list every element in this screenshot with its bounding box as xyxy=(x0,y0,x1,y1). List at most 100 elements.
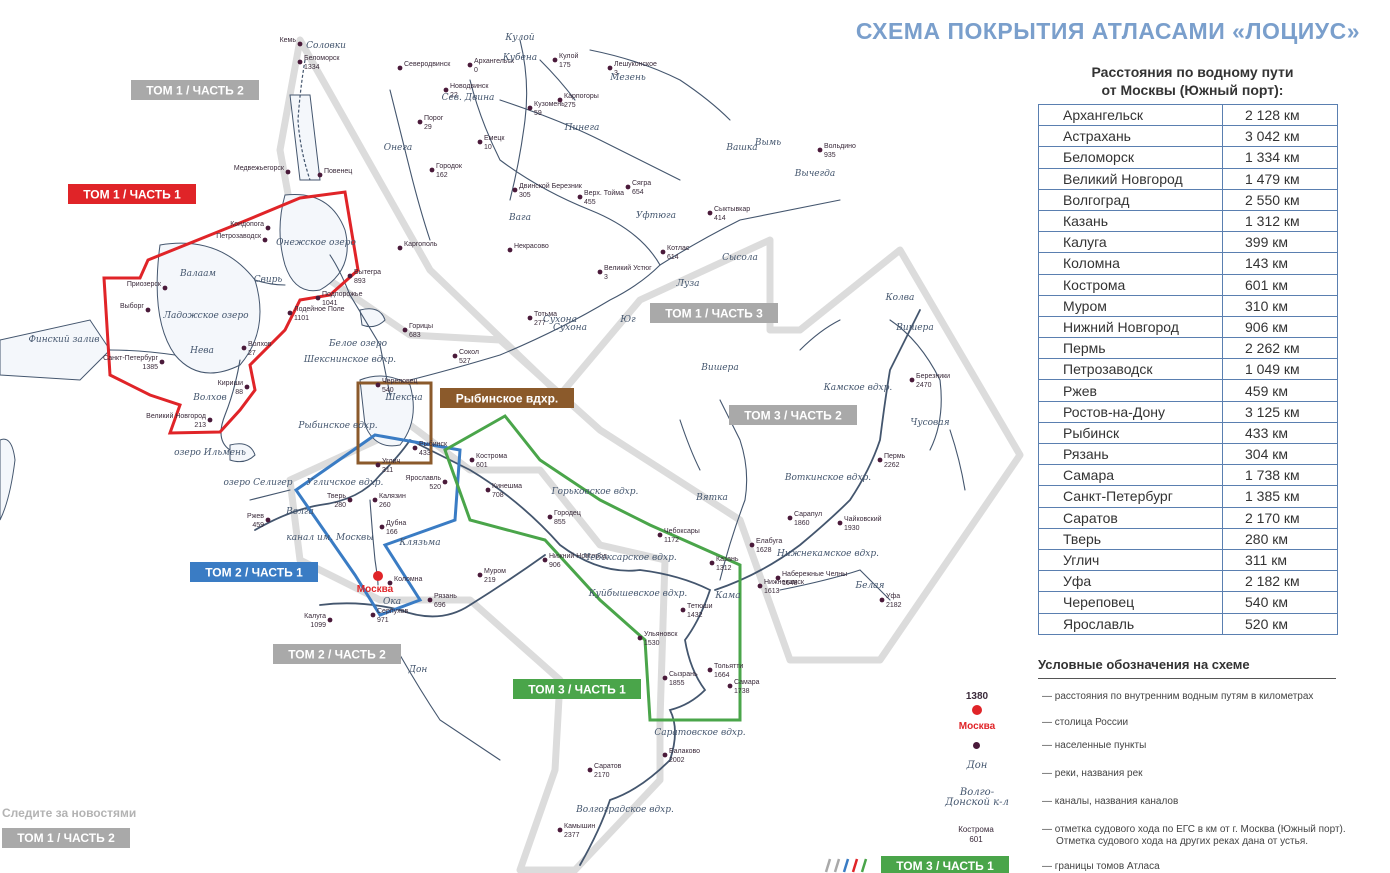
distance-km: 1 738 км xyxy=(1222,464,1338,487)
city-km: 1312 xyxy=(716,565,732,572)
city-marker xyxy=(547,514,553,520)
river-8 xyxy=(659,199,841,266)
distance-km: 520 км xyxy=(1222,612,1338,635)
water-name: Кулой xyxy=(504,33,534,43)
bottom-volume-button[interactable]: ТОМ 3 / ЧАСТЬ 1 xyxy=(881,856,1009,873)
legend-symbol-capital-dot xyxy=(972,705,982,715)
city-marker xyxy=(372,497,378,503)
legend-symbol-km: 1380 xyxy=(965,691,989,702)
water-name: Воткинское вдхр. xyxy=(784,473,871,483)
river-19 xyxy=(889,319,942,451)
city-name: Уфа xyxy=(886,593,900,600)
legend-divider xyxy=(1038,678,1336,679)
city-name: Калязин xyxy=(379,493,406,500)
water-name: Нижнекамское вдхр. xyxy=(776,549,879,559)
water-body-3 xyxy=(289,94,321,181)
city-km: 260 xyxy=(379,502,391,509)
city-name: Архангельск xyxy=(474,58,515,65)
volume-tag-4 xyxy=(190,562,318,582)
city-marker xyxy=(442,479,448,485)
city-km: 683 xyxy=(409,332,421,339)
city-marker xyxy=(757,583,763,589)
distance-km: 3 125 км xyxy=(1222,400,1338,423)
city-marker xyxy=(817,147,823,153)
city-name: Петрозаводск xyxy=(216,233,262,240)
water-name: Вычегда xyxy=(794,169,836,179)
city-km: 3 xyxy=(614,70,618,77)
coverage-band-1 xyxy=(286,421,669,873)
city-name: Сокол xyxy=(459,349,479,356)
water-name: Белое озеро xyxy=(328,339,388,349)
legend-title: Условные обозначения на схеме xyxy=(1038,657,1250,672)
city-km: 1172 xyxy=(664,537,679,544)
city-name: Медвежьегорск xyxy=(234,165,285,172)
city-marker xyxy=(657,532,663,538)
volume-tag-label-6: ТОМ 3 / ЧАСТЬ 1 xyxy=(528,683,626,697)
river-6 xyxy=(329,254,391,396)
city-name: Горицы xyxy=(409,323,433,330)
water-name: Волга xyxy=(285,507,314,517)
distance-km: 2 182 км xyxy=(1222,570,1338,593)
city-km: 708 xyxy=(492,492,504,499)
city-marker xyxy=(375,462,381,468)
city-name: Карпогоры xyxy=(564,93,599,100)
city-km: 162 xyxy=(436,172,448,179)
volume-tag-3 xyxy=(729,405,857,425)
city-km: 1930 xyxy=(844,525,860,532)
distance-km: 1 479 км xyxy=(1222,167,1338,190)
volume-tag-label-0: ТОМ 1 / ЧАСТЬ 2 xyxy=(146,84,244,98)
city-marker xyxy=(159,359,165,365)
city-marker xyxy=(412,445,418,451)
river-17 xyxy=(539,59,576,101)
city-marker xyxy=(327,617,333,623)
legend-symbol-mark-city: Кострома xyxy=(958,825,994,834)
city-km: 906 xyxy=(549,562,561,569)
city-marker xyxy=(707,210,713,216)
distance-km: 2 170 км xyxy=(1222,506,1338,529)
water-name: Шексна xyxy=(384,393,422,403)
water-name: Шекснинское вдхр. xyxy=(303,355,396,365)
city-name: Порог xyxy=(424,115,444,122)
water-name: озеро Ильмень xyxy=(174,448,246,458)
city-marker xyxy=(397,245,403,251)
distance-city: Пермь xyxy=(1038,337,1223,360)
volume-tag-label-2: ТОМ 1 / ЧАСТЬ 3 xyxy=(665,307,763,321)
distance-city: Санкт-Петербург xyxy=(1038,485,1223,508)
city-name: Емецк xyxy=(484,135,505,142)
water-name: Онега xyxy=(384,143,413,153)
water-body-1 xyxy=(156,242,261,374)
city-km: 3 xyxy=(604,274,608,281)
water-name: Клязьма xyxy=(398,538,440,548)
city-marker xyxy=(707,667,713,673)
distance-km: 1 312 км xyxy=(1222,209,1338,233)
city-name: Череповец xyxy=(382,378,418,385)
city-marker xyxy=(244,384,250,390)
follow-volume-button[interactable]: ТОМ 1 / ЧАСТЬ 2 xyxy=(2,828,130,848)
city-marker xyxy=(607,65,613,71)
city-marker xyxy=(452,353,458,359)
canal-belomorsk xyxy=(297,59,311,181)
city-name: Кириши xyxy=(218,380,243,387)
city-km: 166 xyxy=(386,529,398,536)
volume-outline-1 xyxy=(293,433,462,617)
city-marker xyxy=(347,497,353,503)
water-name: Чебоксарское вдхр. xyxy=(583,552,677,563)
city-name: Беломорск xyxy=(304,55,340,62)
city-name: Сарапул xyxy=(794,511,822,518)
city-marker xyxy=(477,572,483,578)
city-marker xyxy=(557,827,563,833)
volume-tag-label-3: ТОМ 3 / ЧАСТЬ 2 xyxy=(744,409,842,423)
city-name: Великий Устюг xyxy=(604,264,652,272)
city-km: 219 xyxy=(484,577,496,584)
city-marker xyxy=(877,457,883,463)
volume-outline-2 xyxy=(443,414,742,722)
city-km: 459 xyxy=(252,522,264,529)
city-marker xyxy=(443,87,449,93)
city-marker xyxy=(527,315,533,321)
city-km: 0 xyxy=(474,67,478,74)
city-km: 2182 xyxy=(886,602,902,609)
distance-km: 540 км xyxy=(1222,591,1338,614)
